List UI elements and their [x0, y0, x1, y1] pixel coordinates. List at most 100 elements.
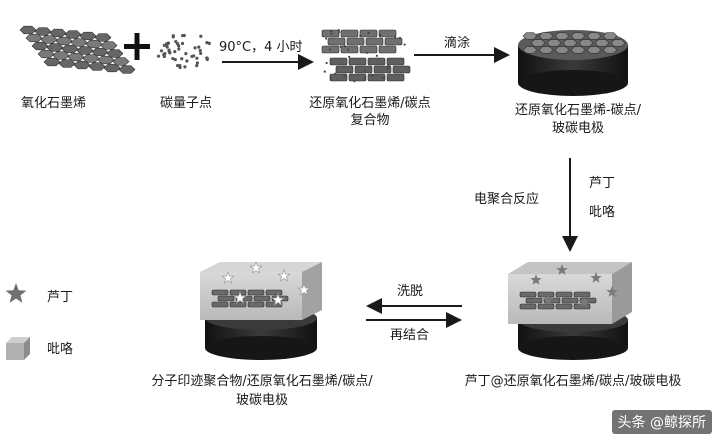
hex-cell	[55, 36, 73, 46]
hex-cell	[554, 32, 570, 40]
hex-cell	[25, 33, 43, 43]
sheet-plate	[217, 295, 235, 302]
dot	[323, 70, 326, 73]
dot	[353, 80, 356, 83]
hex-cell	[19, 25, 37, 35]
gce-label: 还原氧化石墨烯-碳点/	[514, 103, 642, 118]
sheet-plate	[384, 37, 403, 46]
sheet-plate	[247, 289, 265, 296]
hex-cell	[100, 41, 118, 50]
hex-cell	[31, 41, 49, 51]
hex-cell	[522, 46, 538, 54]
dot	[195, 56, 199, 60]
hex-cell	[49, 28, 67, 38]
dot	[199, 51, 203, 56]
dot	[394, 36, 397, 39]
legend-rutin-label: 芦丁	[47, 290, 74, 305]
dot	[178, 65, 182, 70]
sheet-plate	[519, 291, 537, 298]
dot	[162, 43, 166, 47]
sheet-plate	[335, 65, 354, 74]
dot	[403, 43, 406, 46]
dot	[337, 28, 340, 32]
dot	[195, 64, 199, 68]
dot	[164, 42, 169, 46]
dot	[398, 36, 401, 40]
dot	[183, 65, 187, 69]
legend-star-icon	[5, 283, 27, 303]
star-icon	[249, 261, 263, 274]
dot	[379, 33, 382, 36]
dot	[375, 54, 378, 57]
sheet-plate	[253, 295, 271, 302]
rebind-label: 再结合	[390, 328, 430, 343]
hex-cell	[37, 49, 55, 59]
sheet-plate	[386, 73, 405, 82]
star-icon	[297, 283, 311, 296]
star-icon	[277, 269, 291, 282]
wash-label: 洗脱	[397, 284, 424, 299]
star-icon	[590, 272, 602, 283]
sheet-plate	[367, 57, 386, 66]
dot	[165, 45, 169, 49]
legend-pyrrole-label: 吡咯	[47, 342, 74, 357]
sheet-plate	[346, 37, 365, 46]
dot	[195, 61, 200, 65]
cqd-label: 碳量子点	[160, 96, 213, 111]
hex-cell	[82, 54, 100, 63]
sheet-plate	[537, 303, 555, 310]
dot	[387, 64, 390, 67]
dot	[382, 76, 385, 79]
gce-label-2: 玻碳电极	[551, 121, 605, 136]
electropoly-label: 电聚合反应	[474, 192, 540, 207]
hex-cell	[73, 60, 91, 70]
dot	[173, 58, 177, 62]
star-icon	[542, 294, 554, 305]
hex-cell	[61, 44, 79, 54]
dot	[174, 39, 178, 44]
star-icon	[578, 296, 590, 307]
dot	[205, 40, 209, 45]
rgo-cd-label: 还原氧化石墨烯/碳点	[309, 96, 431, 111]
sheet-plate	[340, 45, 359, 54]
sheet-plate	[265, 301, 283, 308]
hex-cell	[586, 32, 602, 40]
mip-label: 分子印迹聚合物/还原氧化石墨烯/碳点/	[151, 374, 373, 389]
hex-cell	[91, 47, 109, 57]
dot	[180, 41, 185, 46]
dot	[325, 61, 328, 65]
hex-cell	[578, 39, 594, 47]
hex-cell	[610, 39, 626, 47]
hex-cell	[70, 38, 88, 47]
sheet-plate	[573, 291, 591, 298]
dot	[171, 56, 175, 61]
hex-cell	[64, 30, 82, 39]
hex-cell	[538, 32, 554, 40]
hex-cell	[79, 31, 97, 41]
sheet-plate	[247, 301, 265, 308]
sheet-plate	[211, 301, 229, 308]
dot	[175, 63, 180, 68]
hex-cell	[58, 59, 76, 68]
dropcoat-label: 滴涂	[444, 36, 471, 51]
dot	[363, 76, 367, 80]
graphene-oxide-sheets	[19, 25, 136, 74]
sheet-plate	[229, 289, 247, 296]
star-icon	[606, 286, 618, 297]
dot	[156, 54, 161, 58]
sheet-plate	[329, 57, 348, 66]
star-icon	[271, 293, 285, 306]
reaction-condition: 90°C，4 小时	[219, 40, 303, 55]
sheet-plate	[348, 57, 367, 66]
carbon-quantum-dots	[156, 33, 211, 70]
sheet-plate	[555, 303, 573, 310]
hex-cell	[103, 63, 121, 73]
sheet-plate	[354, 65, 373, 74]
dot	[181, 33, 185, 38]
dot	[386, 67, 389, 70]
dot	[334, 72, 337, 75]
dot	[367, 31, 370, 34]
sheet-plate	[373, 65, 392, 74]
rgo-cd-composite	[321, 28, 411, 83]
legend-cube-icon	[6, 337, 30, 360]
